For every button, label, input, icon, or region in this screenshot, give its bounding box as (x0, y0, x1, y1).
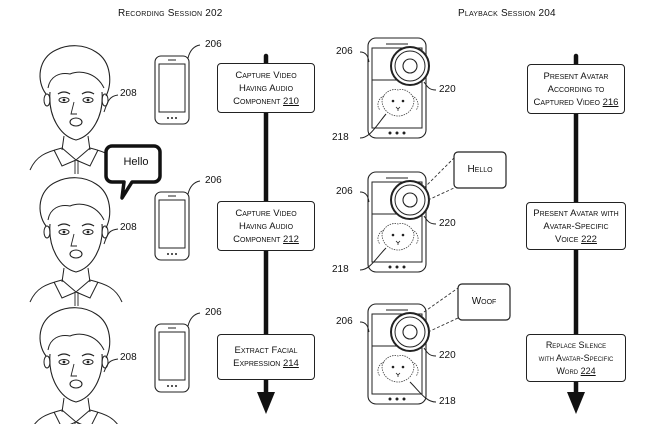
ref-device: 206 (205, 39, 222, 50)
step-text: Component (233, 233, 281, 245)
ref-user: 208 (120, 352, 137, 363)
step-text-line: Avatar-Specific (543, 220, 609, 232)
woof-callout-text: Woof (471, 296, 497, 307)
ref-speaker: 220 (439, 218, 456, 229)
step-text: Word (556, 365, 579, 376)
playback-session-title: Playback Session 204 (458, 8, 556, 19)
ref-user: 208 (120, 222, 137, 233)
step-ref-number: 210 (283, 95, 299, 107)
step-text-line: Having Audio (238, 220, 294, 232)
step-ref-number: 212 (283, 233, 299, 245)
speech-bubble-text: Hello (123, 156, 149, 168)
step-text: Captured Video (533, 96, 600, 108)
recording-session-title: Recording Session 202 (118, 8, 223, 19)
ref-device: 206 (205, 175, 222, 186)
ref-avatar: 218 (439, 396, 456, 407)
playback-device-icon (367, 303, 430, 405)
ref-speaker: 220 (439, 84, 456, 95)
ref-device: 206 (336, 186, 353, 197)
ref-device: 206 (205, 307, 222, 318)
step-box-capture-video-210: Capture Video Having Audio Component 210 (217, 63, 315, 113)
person-face-icon (29, 177, 123, 307)
speech-bubble-icon (104, 144, 162, 200)
step-text-line: with Avatar-Specific (538, 352, 614, 363)
step-text-line: Word 224 (527, 365, 625, 378)
step-text-line: Extract Facial (234, 345, 298, 356)
leader-line (359, 51, 370, 63)
step-ref-number: 216 (602, 96, 619, 108)
step-text: Component (233, 95, 281, 107)
leader-line (409, 381, 437, 403)
step-ref-number: 224 (580, 365, 596, 376)
smartphone-icon (154, 323, 190, 393)
step-box-extract-facial-expression-214: Extract Facial Expression 214 (217, 334, 315, 380)
step-text-line: Component 212 (218, 233, 314, 246)
step-text-line: Expression 214 (218, 357, 314, 370)
step-text-line: Replace Silence (545, 339, 607, 350)
step-box-present-avatar-voice-222: Present Avatar with Avatar-Specific Voic… (526, 202, 626, 250)
leader-line (187, 312, 201, 327)
step-text-line: Captured Video 216 (528, 96, 624, 109)
woof-sound-callout (423, 283, 511, 333)
playback-device-icon (367, 171, 430, 273)
ref-speaker: 220 (439, 350, 456, 361)
step-box-present-avatar-216: Present Avatar According to Captured Vid… (527, 64, 625, 114)
step-box-capture-video-212: Capture Video Having Audio Component 212 (217, 201, 315, 251)
leader-line (359, 191, 370, 203)
leader-line (103, 228, 119, 245)
step-text-line: Present Avatar with (533, 207, 619, 219)
person-face-icon (29, 307, 123, 424)
smartphone-icon (154, 55, 190, 125)
leader-line (423, 347, 437, 357)
step-text-line: Component 210 (218, 95, 314, 108)
step-ref-number: 222 (581, 233, 597, 245)
step-text-line: Voice 222 (527, 233, 625, 246)
leader-line (187, 44, 201, 59)
step-text-line: Having Audio (238, 82, 294, 94)
step-ref-number: 214 (282, 358, 299, 369)
ref-avatar: 218 (332, 264, 349, 275)
ref-device: 206 (336, 316, 353, 327)
step-box-replace-silence-224: Replace Silence with Avatar-Specific Wor… (526, 334, 626, 382)
leader-line (359, 113, 387, 139)
step-text: Expression (233, 358, 281, 369)
smartphone-icon (154, 191, 190, 261)
step-text-line: Capture Video (235, 69, 297, 81)
ref-device: 206 (336, 46, 353, 57)
leader-line (423, 215, 437, 225)
hello-callout-text: Hello (467, 164, 493, 175)
leader-line (103, 358, 119, 373)
ref-avatar: 218 (332, 132, 349, 143)
leader-line (423, 81, 437, 91)
leader-line (359, 321, 370, 333)
step-text: Voice (555, 233, 579, 245)
leader-line (103, 94, 119, 113)
hello-sound-callout (423, 151, 507, 201)
step-text-line: According to (547, 83, 605, 95)
playback-device-icon (367, 37, 430, 139)
leader-line (187, 180, 201, 195)
step-text-line: Present Avatar (543, 70, 609, 82)
ref-user: 208 (120, 88, 137, 99)
leader-line (359, 247, 387, 271)
step-text-line: Capture Video (235, 207, 297, 219)
